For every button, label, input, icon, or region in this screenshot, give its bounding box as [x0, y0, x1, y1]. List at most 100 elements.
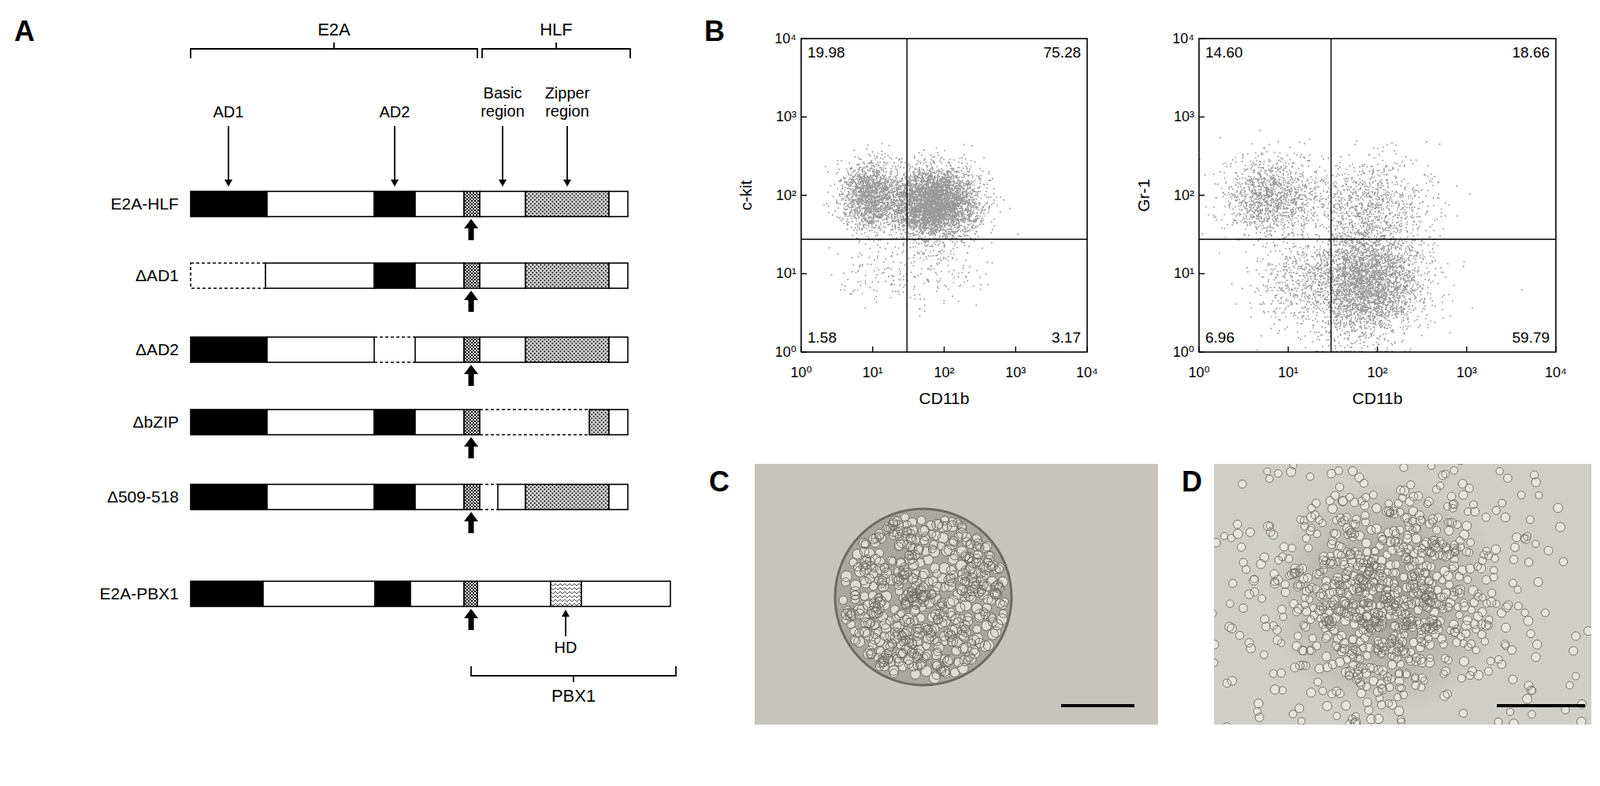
protein-domain [608, 191, 628, 217]
axis-ticks [801, 38, 1088, 353]
protein-domain [464, 581, 478, 607]
axis-tick-label: 10⁰ [790, 364, 812, 382]
deleted-region [479, 409, 590, 435]
panel-letter: C [709, 465, 730, 498]
protein-domain [464, 409, 480, 435]
axis-tick-label: 10¹ [1277, 364, 1299, 382]
pointer-arrow [501, 126, 504, 181]
axis-tick-label: 10² [934, 364, 955, 382]
scatter-points [823, 143, 1019, 317]
quadrant-percentage: 14.60 [1203, 44, 1245, 62]
protein-domain [415, 484, 465, 510]
axis-tick-label: 10¹ [1173, 265, 1195, 283]
quadrant-percentage: 6.96 [1203, 329, 1237, 347]
micrographs [754, 298, 1600, 786]
panel-letter: D [1181, 465, 1203, 498]
pointer-arrow [393, 126, 396, 181]
quadrant-percentage: 75.28 [1042, 44, 1084, 62]
protein-domain [479, 191, 526, 217]
bracket [190, 42, 478, 59]
construct-name: ΔAD1 [135, 266, 179, 286]
bracket [471, 666, 676, 683]
deleted-region [190, 263, 266, 289]
axis-ticks [1199, 38, 1556, 353]
pointer-arrowhead [498, 179, 507, 187]
quadrant-percentage: 18.66 [1510, 44, 1552, 62]
scale-bar [1061, 704, 1135, 708]
quadrant-percentage: 19.98 [805, 44, 847, 62]
plot-frame [801, 38, 1088, 353]
axis-title: CD11b [1352, 389, 1404, 409]
pointer-arrowhead [224, 179, 233, 187]
pointer-arrow [227, 126, 230, 181]
axis-tick-label: 10³ [775, 108, 797, 126]
quadrant-percentage: 3.17 [1050, 329, 1083, 347]
bracket [482, 42, 631, 59]
protein-domain [479, 263, 526, 289]
protein-domain [525, 484, 609, 510]
panel-letter: B [704, 14, 725, 48]
colony-cells [838, 513, 1009, 684]
construct-name: ΔbZIP [133, 412, 179, 432]
quadrant-percentage: 59.79 [1510, 329, 1552, 347]
fusion-point-arrow [464, 608, 479, 631]
axis-title: c-kit [736, 180, 756, 212]
fusion-point-arrow [464, 364, 479, 387]
protein-domain [374, 409, 416, 435]
protein-domain [190, 191, 268, 217]
protein-domain [477, 581, 551, 607]
protein-domain [415, 409, 465, 435]
fusion-point-arrow [464, 219, 479, 241]
protein-domain [464, 337, 480, 363]
protein-domain [374, 191, 416, 217]
protein-domain [374, 263, 416, 289]
quadrant-gate [801, 38, 1088, 353]
protein-domain [581, 581, 671, 607]
fusion-point-arrow [464, 290, 479, 312]
axis-tick-label: 10² [1367, 364, 1389, 382]
panel-letter: A [14, 14, 35, 48]
scale-bar [1496, 704, 1586, 708]
pointer-arrow [566, 126, 568, 181]
axis-tick-label: 10⁰ [775, 344, 797, 361]
deleted-region [374, 337, 416, 363]
protein-domain [190, 581, 264, 607]
protein-domain [374, 484, 416, 510]
protein-domain [415, 337, 465, 363]
pointer-arrowhead [563, 179, 572, 187]
protein-name: HLF [539, 19, 573, 40]
axis-tick-label: 10³ [1456, 364, 1478, 382]
deleted-region [479, 484, 498, 510]
pointer-arrowhead [561, 609, 570, 617]
pointer-arrowhead [390, 179, 399, 187]
protein-domain [608, 337, 628, 363]
axis-tick-label: 10⁴ [1172, 30, 1195, 48]
axis-tick-label: 10² [1173, 187, 1195, 205]
domain-label: AD1 [213, 103, 245, 122]
protein-domain [415, 191, 465, 217]
domain-label: AD2 [379, 103, 411, 122]
protein-domain [464, 263, 480, 289]
dispersed-cells [1213, 464, 1592, 725]
construct-name: E2A-PBX1 [100, 584, 179, 604]
protein-domain [190, 337, 268, 363]
protein-domain [550, 581, 582, 607]
flow-plots [801, 38, 1556, 353]
axis-title: Gr-1 [1134, 178, 1154, 212]
axis-tick-label: 10⁴ [774, 30, 797, 48]
protein-domain [589, 409, 609, 435]
protein-domain [525, 337, 609, 363]
protein-name: PBX1 [551, 686, 596, 706]
protein-domain [608, 263, 628, 289]
fusion-point-arrow [464, 437, 479, 459]
protein-domain [267, 409, 375, 435]
protein-domain [263, 581, 375, 607]
axis-tick-label: 10² [775, 187, 797, 205]
construct-name: Δ509-518 [107, 487, 179, 507]
pointer-arrow [564, 616, 567, 637]
axis-tick-label: 10⁰ [1187, 364, 1210, 382]
protein-domain [267, 191, 375, 217]
protein-domain [265, 263, 375, 289]
compact-colony [835, 508, 1012, 686]
